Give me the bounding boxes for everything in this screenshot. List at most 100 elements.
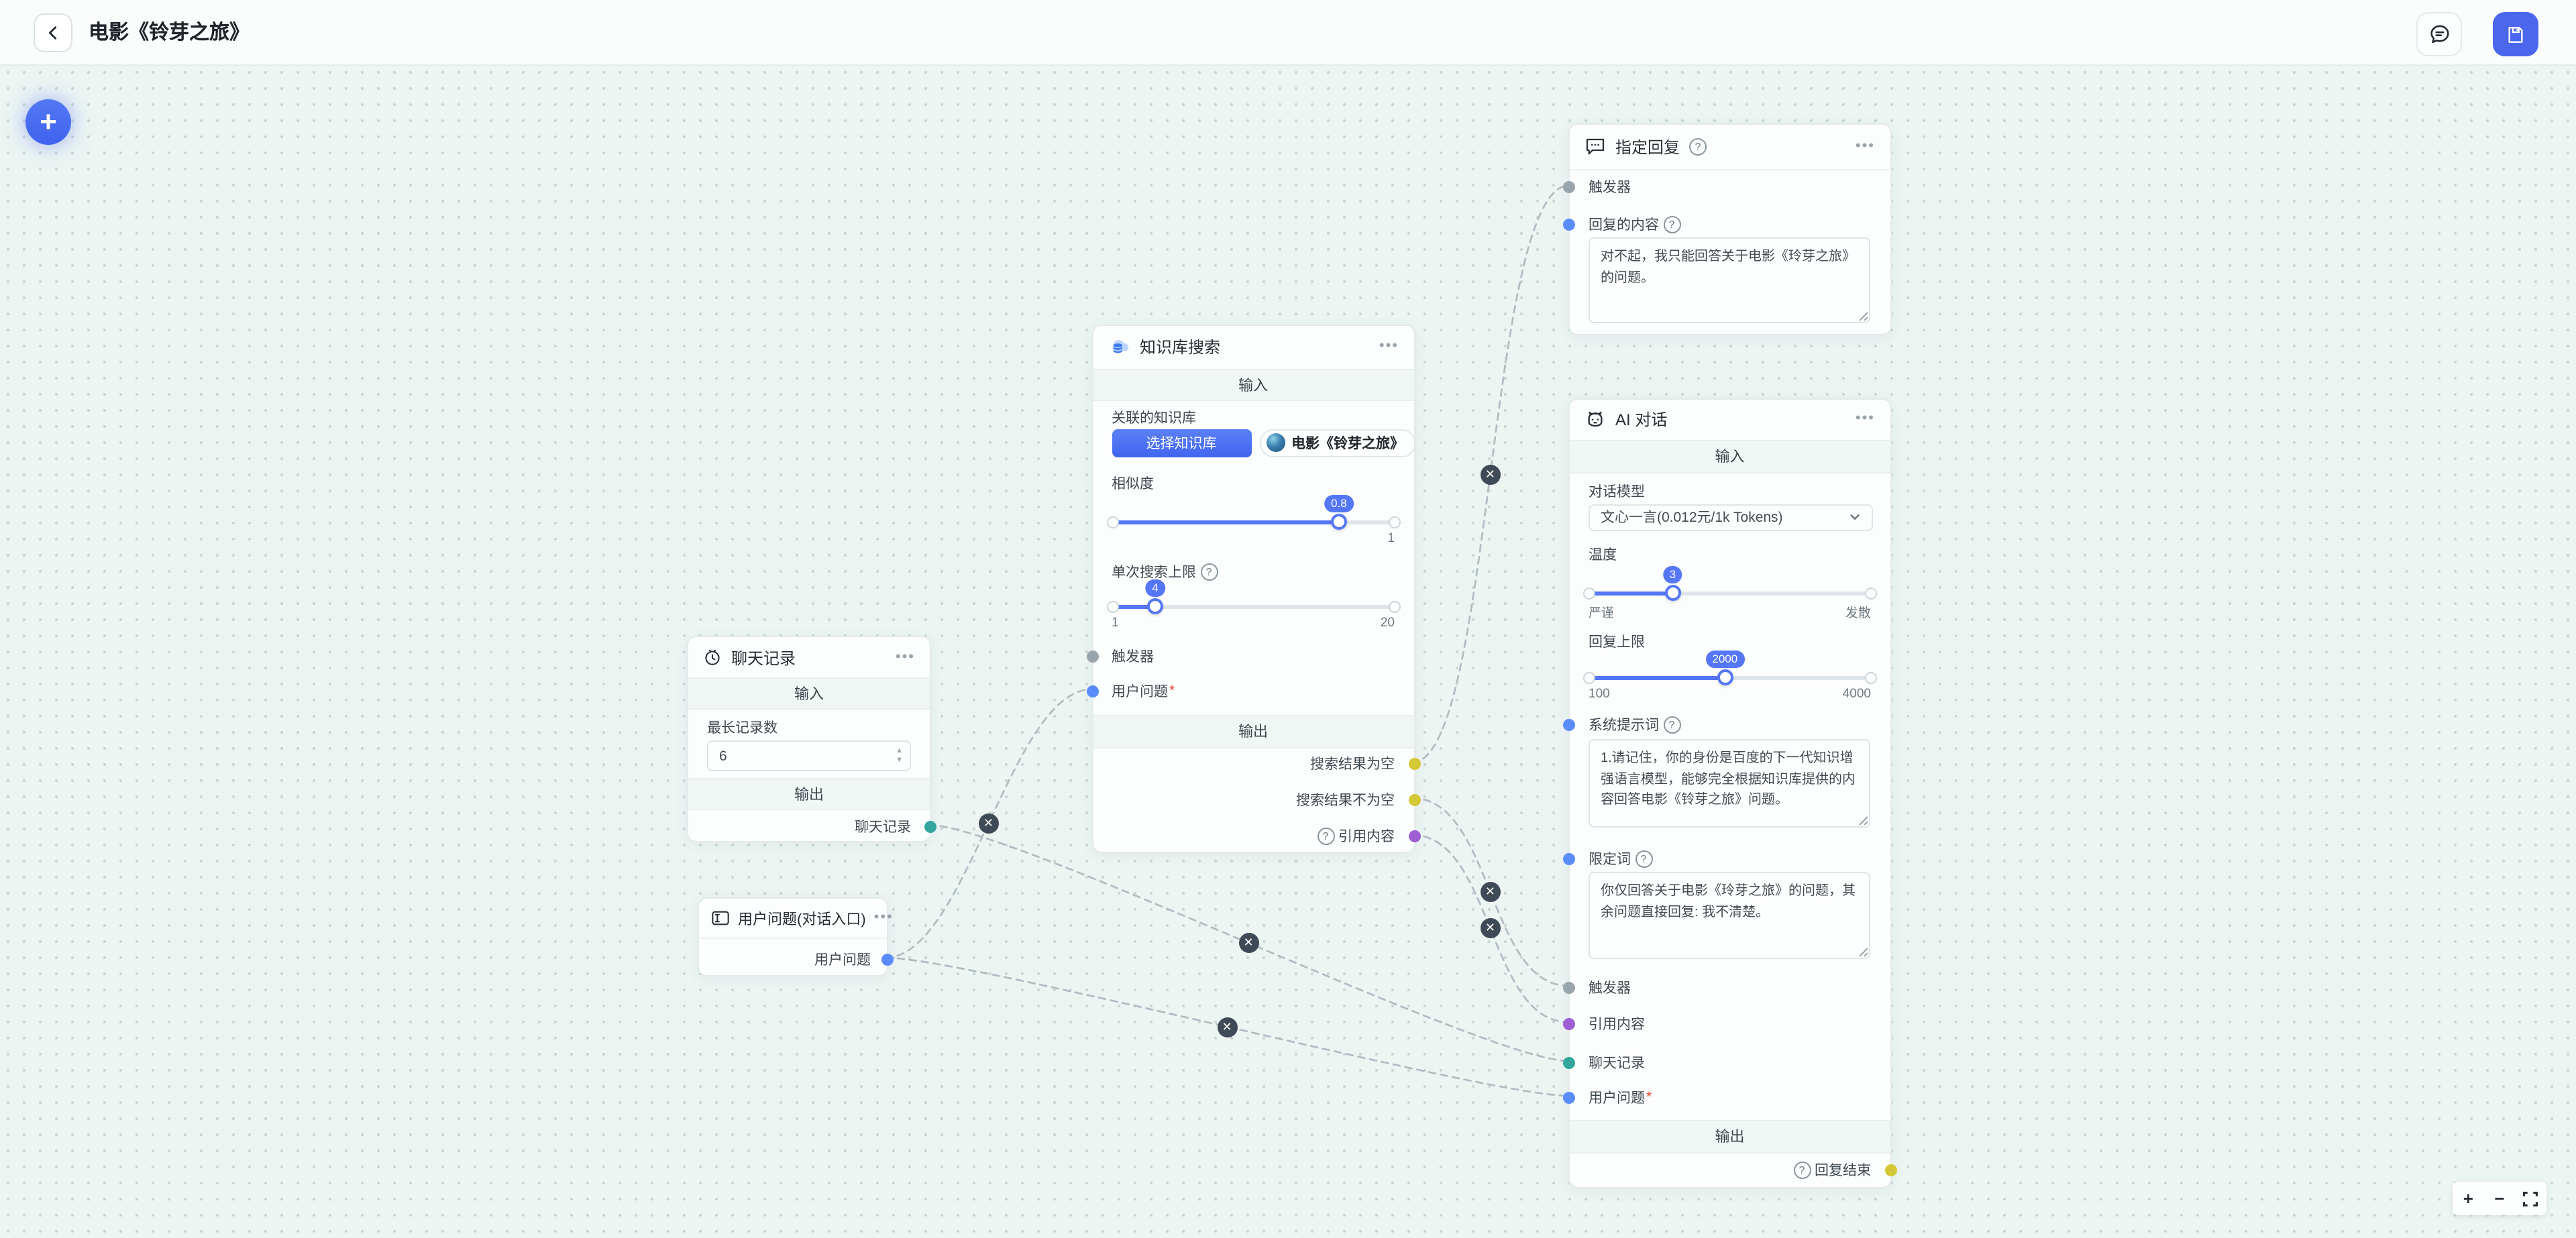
- input-port-system-prompt[interactable]: [1563, 719, 1575, 731]
- input-port-content[interactable]: [1563, 218, 1575, 230]
- kb-thumbnail-image: [1266, 433, 1285, 452]
- delete-connection-button[interactable]: ✕: [1217, 1017, 1237, 1037]
- slider-thumb[interactable]: [1717, 669, 1733, 685]
- back-button[interactable]: [34, 13, 72, 52]
- close-icon: ✕: [1485, 921, 1495, 935]
- help-icon[interactable]: ?: [1793, 1161, 1811, 1178]
- input-port-trigger[interactable]: [1563, 981, 1575, 993]
- output-port-empty[interactable]: [1408, 758, 1420, 770]
- step-down-icon[interactable]: ▼: [896, 756, 903, 764]
- node-user-question[interactable]: 用户问题(对话入口) ••• 用户问题: [698, 897, 894, 976]
- output-port-reply-end[interactable]: [1884, 1164, 1896, 1176]
- help-icon[interactable]: ?: [1635, 850, 1652, 867]
- slider-max-handle: [1388, 600, 1400, 612]
- output-port-user-question[interactable]: [881, 953, 894, 965]
- node-chat-history[interactable]: 聊天记录 ••• 输入 最长记录数 ▲▼ 输出 聊天记录: [687, 636, 936, 842]
- close-icon: ✕: [983, 816, 994, 830]
- reply-limit-slider[interactable]: 2000: [1583, 650, 1876, 685]
- node-kb-search[interactable]: 知识库搜索 ••• 输入 关联的知识库 选择知识库 电影《铃芽之旅》 相似度 0…: [1086, 324, 1420, 852]
- slider-min-handle: [1583, 587, 1595, 599]
- select-kb-button[interactable]: 选择知识库: [1112, 429, 1251, 457]
- node-header: AI 对话 •••: [1570, 399, 1890, 441]
- delete-connection-button[interactable]: ✕: [978, 813, 999, 834]
- node-menu-button[interactable]: •••: [1379, 338, 1399, 354]
- help-icon[interactable]: ?: [1663, 716, 1680, 734]
- temperature-slider[interactable]: 3: [1583, 565, 1876, 600]
- slider-value-badge: 3: [1662, 565, 1683, 583]
- reply-content-textarea[interactable]: 对不起，我只能回答关于电影《玲芽之旅》的问题。: [1589, 237, 1870, 323]
- slider-thumb[interactable]: [1330, 513, 1347, 529]
- search-limit-label: 单次搜索上限 ?: [1112, 561, 1218, 581]
- delete-connection-button[interactable]: ✕: [1480, 918, 1501, 939]
- chevron-down-icon: [1849, 511, 1861, 523]
- kb-chip-label: 电影《铃芽之旅》: [1291, 435, 1404, 451]
- node-menu-button[interactable]: •••: [1855, 410, 1875, 427]
- input-row-system-prompt: 系统提示词 ?: [1563, 713, 1890, 737]
- qualifier-textarea[interactable]: 你仅回答关于电影《玲芽之旅》的问题，其余问题直接回复: 我不清楚。: [1589, 872, 1870, 959]
- close-icon: ✕: [1243, 936, 1254, 949]
- input-port-trigger[interactable]: [1563, 181, 1575, 193]
- model-select-value: 文心一言(0.012元/1k Tokens): [1601, 510, 1783, 526]
- node-ai-chat[interactable]: AI 对话 ••• 输入 对话模型 文心一言(0.012元/1k Tokens)…: [1563, 398, 1896, 1188]
- model-select[interactable]: 文心一言(0.012元/1k Tokens): [1589, 504, 1873, 530]
- node-menu-button[interactable]: •••: [873, 909, 894, 925]
- preview-chat-button[interactable]: [2416, 12, 2462, 56]
- knowledge-base-icon: [1108, 337, 1130, 357]
- input-port-user-question[interactable]: [1086, 685, 1098, 697]
- input-port-trigger[interactable]: [1086, 651, 1098, 663]
- slider-value-badge: 2000: [1705, 650, 1745, 668]
- zoom-out-button[interactable]: −: [2494, 1188, 2505, 1208]
- slider-thumb[interactable]: [1664, 584, 1681, 600]
- output-row-user-question: 用户问题: [699, 947, 894, 971]
- help-icon[interactable]: ?: [1663, 215, 1680, 233]
- temperature-min-label: 严谨: [1589, 606, 1615, 620]
- node-header: 知识库搜索 •••: [1093, 325, 1413, 370]
- output-section-header: 输出: [1570, 1119, 1890, 1153]
- input-port-chat-history[interactable]: [1563, 1056, 1575, 1068]
- save-button[interactable]: [2493, 12, 2538, 56]
- delete-connection-button[interactable]: ✕: [1480, 882, 1501, 902]
- flow-canvas[interactable]: ✕ ✕ ✕ ✕ ✕ ✕ + 聊天记录 ••• 输入 最长记录数 ▲▼ 输出: [0, 64, 2576, 1238]
- top-bar: 电影《铃芽之旅》: [0, 0, 2576, 66]
- help-icon[interactable]: ?: [1689, 137, 1707, 155]
- input-row-trigger: 触发器: [1563, 175, 1890, 199]
- max-records-stepper[interactable]: ▲▼: [707, 740, 911, 771]
- slider-value-badge: 0.8: [1324, 494, 1354, 512]
- node-menu-button[interactable]: •••: [1855, 137, 1875, 154]
- output-row-empty: 搜索结果为空: [1093, 752, 1420, 776]
- node-title: 用户问题(对话入口): [738, 911, 866, 927]
- input-port-user-question[interactable]: [1563, 1091, 1575, 1103]
- help-icon[interactable]: ?: [1317, 828, 1334, 845]
- zoom-in-button[interactable]: +: [2463, 1188, 2473, 1208]
- stepper-arrows[interactable]: ▲▼: [896, 747, 903, 764]
- port-label: 搜索结果不为空: [1296, 792, 1395, 808]
- save-icon: [2505, 23, 2526, 45]
- output-port-chat-history[interactable]: [924, 820, 936, 832]
- input-section-header: 输入: [1093, 368, 1413, 400]
- similarity-slider[interactable]: 0.8: [1106, 494, 1400, 529]
- step-up-icon[interactable]: ▲: [896, 747, 903, 756]
- add-node-button[interactable]: +: [25, 99, 71, 145]
- delete-connection-button[interactable]: ✕: [1480, 464, 1501, 484]
- similarity-max-label: 1: [1387, 530, 1395, 545]
- max-records-input[interactable]: [708, 748, 896, 764]
- fit-view-button[interactable]: [2519, 1186, 2543, 1211]
- output-port-reference[interactable]: [1408, 830, 1420, 842]
- delete-connection-button[interactable]: ✕: [1238, 933, 1258, 953]
- slider-thumb[interactable]: [1146, 598, 1163, 614]
- input-port-reference[interactable]: [1563, 1017, 1575, 1029]
- slider-max-handle: [1388, 516, 1400, 528]
- output-port-not-empty[interactable]: [1408, 793, 1420, 805]
- temperature-max-label: 发散: [1845, 606, 1871, 620]
- search-limit-slider[interactable]: 4: [1106, 579, 1400, 614]
- node-title: AI 对话: [1615, 410, 1668, 429]
- input-port-qualifier[interactable]: [1563, 852, 1575, 864]
- node-fixed-reply[interactable]: 指定回复 ? ••• 触发器 回复的内容 ? 对不起，我只能回答关于电影《玲芽之…: [1563, 123, 1891, 335]
- fit-view-icon: [2523, 1190, 2539, 1206]
- system-prompt-textarea[interactable]: 1.请记住，你的身份是百度的下一代知识增强语言模型，能够完全根据知识库提供的内容…: [1589, 739, 1870, 828]
- help-icon[interactable]: ?: [1200, 563, 1218, 580]
- close-icon: ✕: [1485, 467, 1495, 480]
- model-label: 对话模型: [1589, 484, 1645, 500]
- node-menu-button[interactable]: •••: [895, 649, 915, 665]
- kb-chip[interactable]: 电影《铃芽之旅》: [1259, 429, 1415, 457]
